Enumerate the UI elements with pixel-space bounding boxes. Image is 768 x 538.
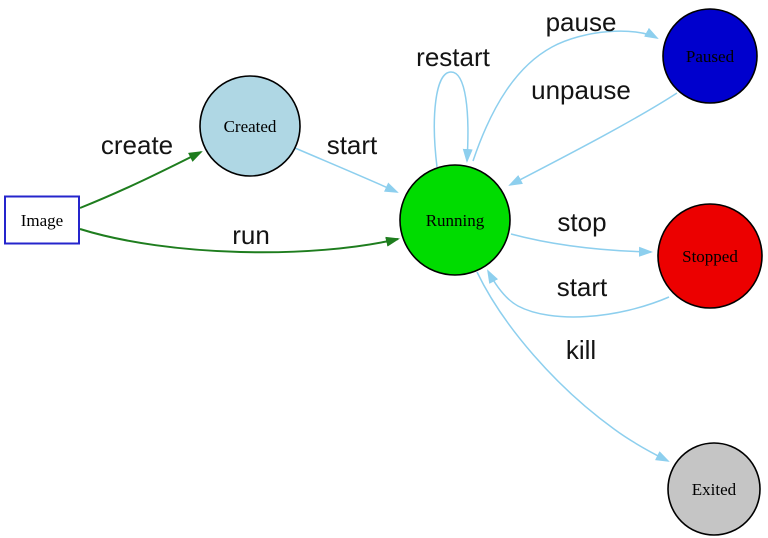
node-label-stopped: Stopped [682, 247, 738, 266]
edge-label-kill: kill [566, 335, 596, 365]
node-label-image: Image [21, 211, 63, 230]
edge-label-pause: pause [546, 7, 617, 37]
edge-pause [472, 27, 659, 162]
node-label-exited: Exited [692, 480, 737, 499]
node-created [199, 75, 301, 177]
edge-restart [433, 71, 473, 168]
edge-unpause [508, 92, 678, 186]
edge-label-create: create [101, 130, 173, 160]
edge-create [79, 151, 203, 209]
edge-label-run: run [232, 220, 270, 250]
node-running [399, 164, 511, 276]
node-exited [667, 442, 761, 536]
node-label-created: Created [224, 117, 277, 136]
node-paused [662, 8, 758, 104]
edge-label-restart: restart [416, 42, 490, 72]
edge-run [79, 228, 400, 254]
node-label-running: Running [426, 211, 485, 230]
node-image [4, 195, 80, 245]
edge-start-stopped [487, 269, 670, 318]
node-label-paused: Paused [686, 47, 735, 66]
edge-kill [476, 271, 670, 462]
edge-label-stop: stop [557, 207, 606, 237]
edge-start-created [294, 147, 399, 193]
node-stopped [657, 203, 763, 309]
edge-label-unpause: unpause [531, 75, 631, 105]
edge-label-start-stopped: start [557, 272, 608, 302]
edge-stop [510, 233, 653, 257]
edge-label-start-created: start [327, 130, 378, 160]
